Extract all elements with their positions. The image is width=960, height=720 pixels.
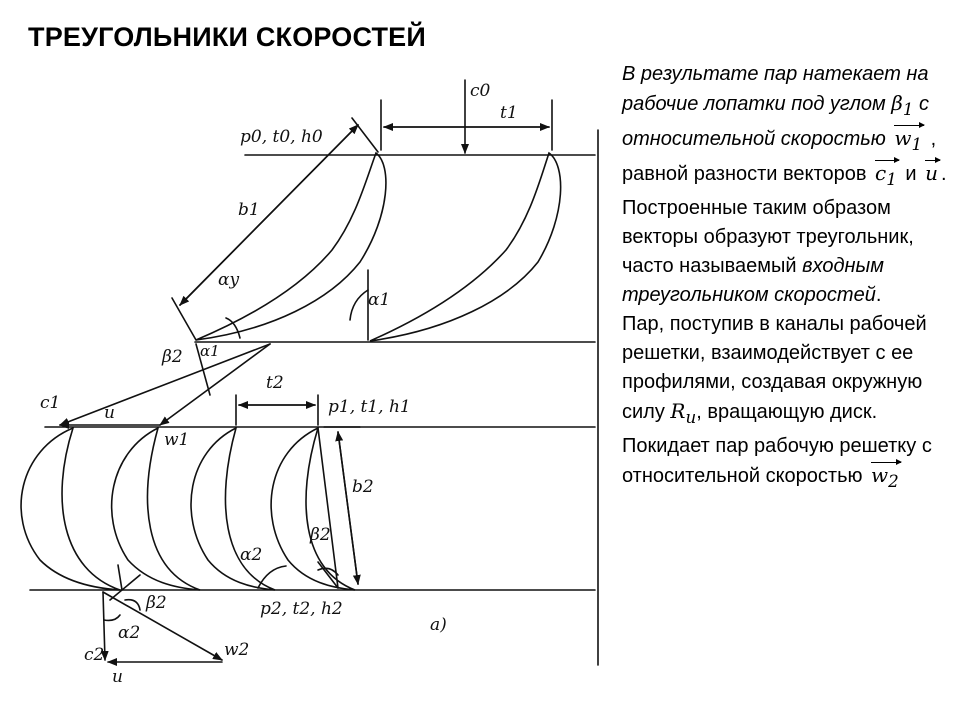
c2-vector (100, 591, 109, 661)
rotor-blade-4 (270, 426, 356, 591)
label-p2-t2-h2: p2, t2, h2 (260, 599, 343, 619)
label-w2: w2 (224, 640, 249, 660)
c1-vector (59, 343, 271, 426)
c1-vector-symbol: c1 (872, 157, 900, 194)
paragraph-outlet: Покидает пар рабочую решетку с относител… (622, 432, 950, 496)
label-u-bottom: u (112, 667, 123, 687)
label-b1: b1 (238, 200, 260, 220)
w1-vector-symbol: w1 (891, 122, 925, 159)
label-figure-a: а) (430, 615, 447, 635)
rotor-blade-2 (110, 426, 201, 591)
label-c2: c2 (84, 645, 104, 665)
w2-vector (102, 591, 223, 661)
label-u-top: u (104, 403, 115, 423)
beta2-bottom-arc (124, 598, 141, 611)
paragraph-inlet: В результате пар натекает на рабочие лоп… (622, 60, 950, 194)
label-c1: c1 (40, 393, 60, 413)
alpha2-bottom-arc (103, 614, 121, 622)
alpha-y-arc (225, 317, 241, 339)
paragraph-force: Пар, поступив в каналы рабочей решетки, … (622, 313, 927, 427)
label-alpha-y: αy (218, 270, 239, 290)
label-alpha2-bottom: α2 (118, 623, 140, 643)
rotor-blade-3 (190, 426, 276, 591)
label-beta2: β2 (161, 347, 183, 367)
label-beta2-right: β2 (309, 525, 331, 545)
w2-vector-symbol: w2 (868, 459, 902, 496)
beta2-arc (317, 567, 339, 576)
nozzle-blade-2 (369, 151, 562, 342)
label-alpha1-small: α1 (200, 342, 220, 360)
label-beta2-bottom: β2 (145, 593, 167, 613)
label-c0: c0 (470, 81, 491, 101)
label-b2: b2 (352, 477, 374, 497)
label-t2: t2 (266, 373, 284, 393)
rotor-blade-1 (20, 426, 121, 591)
label-t1: t1 (500, 103, 518, 123)
alpha2-arc (257, 565, 287, 589)
label-p1-t1-h1: p1, t1, h1 (328, 397, 411, 417)
description-text: В результате пар натекает на рабочие лоп… (622, 60, 950, 496)
label-alpha2-right: α2 (240, 545, 262, 565)
paragraph-triangle: Построенные таким образом векторы образу… (622, 197, 914, 306)
w1-vector (159, 343, 271, 426)
alpha1-arc (349, 289, 369, 321)
nozzle-blade-1 (195, 151, 387, 341)
page-title: ТРЕУГОЛЬНИКИ СКОРОСТЕЙ (28, 22, 426, 52)
u-vector-symbol: u (922, 157, 941, 188)
label-p0-t0-h0: p0, t0, h0 (240, 127, 323, 147)
label-alpha1-top: α1 (368, 290, 390, 310)
label-w1: w1 (164, 430, 189, 450)
